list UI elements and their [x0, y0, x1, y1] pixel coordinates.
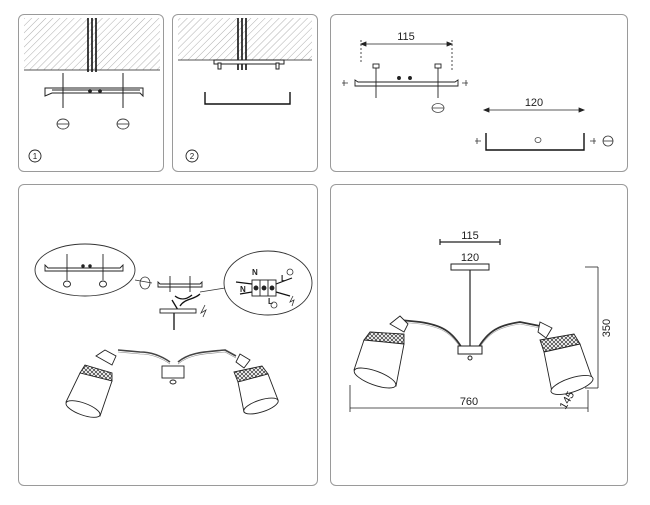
bracket-screws	[62, 73, 124, 108]
terminal-block	[251, 279, 277, 297]
canopy-outline	[204, 92, 291, 105]
dim-line-bracket-width	[482, 107, 586, 113]
ceiling-hatch	[178, 18, 312, 60]
lampshade-right	[537, 321, 594, 395]
canopy-screws	[475, 135, 614, 147]
neutral-label-top: N	[252, 268, 258, 277]
canopy	[450, 263, 490, 271]
lampshade-left	[65, 349, 117, 418]
power-cables	[87, 18, 97, 72]
dim-label-height: 350	[601, 319, 613, 337]
dim-label-bracket-width: 120	[525, 97, 543, 109]
lamp-arms	[117, 349, 237, 363]
ground-symbols	[270, 268, 295, 309]
canopy-center-mark	[534, 137, 542, 143]
center-hub	[457, 345, 483, 361]
step-1-drawing: 1	[24, 18, 160, 163]
dim-line-width	[349, 385, 589, 412]
dim-line-height	[585, 266, 599, 389]
bracket-detail	[44, 254, 124, 288]
mounted-bracket	[213, 59, 285, 70]
dim-label-canopy: 120	[461, 252, 479, 264]
step-number-2: 2	[190, 152, 195, 161]
step-number-1: 1	[33, 152, 38, 161]
overall-dimensions-drawing: 115 120	[349, 230, 613, 412]
wiring-drawing: N N L L	[34, 243, 313, 418]
dimensions-detail-drawing: 115 120	[342, 31, 614, 151]
bracket-side-view	[354, 63, 459, 98]
dim-label-mount-holes: 115	[397, 31, 415, 43]
live-label-right: L	[281, 274, 286, 283]
live-label-bottom: L	[268, 297, 273, 306]
neutral-label-left: N	[240, 285, 246, 294]
assembly-bracket	[157, 276, 203, 292]
step-number-badge-2	[185, 149, 199, 163]
warning-tool-icon	[200, 304, 207, 318]
screw-icons	[342, 80, 468, 86]
wall-anchor	[431, 103, 445, 113]
canopy-rod	[159, 308, 197, 330]
lampshade-left	[353, 315, 409, 389]
panel-dimensions-detail	[330, 14, 628, 172]
dim-line-mount-holes	[359, 40, 454, 70]
wires	[171, 293, 201, 311]
lamp-arms	[399, 319, 541, 351]
step-number-badge-1	[28, 149, 42, 163]
mounting-bracket	[44, 87, 144, 98]
callout-pointer	[199, 287, 226, 293]
lampshade-right	[233, 353, 279, 415]
terminal-wires	[235, 277, 293, 297]
center-hub	[161, 365, 185, 385]
dim-label-width: 760	[460, 396, 478, 408]
callout-connector	[134, 276, 153, 290]
step-2-drawing: 2	[178, 18, 312, 163]
dim-line-mount-holes-top	[439, 239, 501, 245]
canopy-side	[485, 133, 585, 151]
dim-label-mount-holes: 115	[461, 230, 479, 242]
panel-wiring	[18, 184, 318, 486]
wall-anchors	[56, 118, 130, 130]
